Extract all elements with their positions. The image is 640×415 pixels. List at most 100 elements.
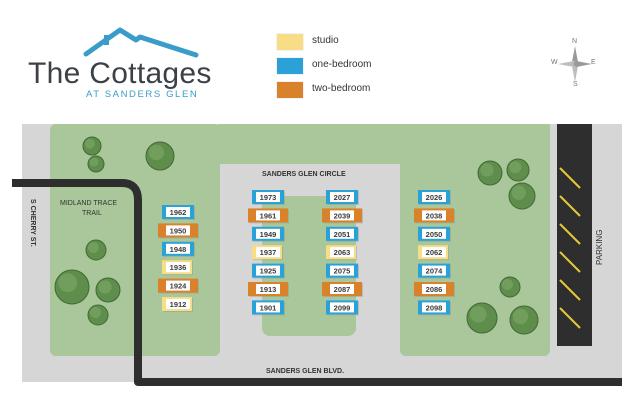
tree-highlight xyxy=(470,306,487,323)
unit-number-plate xyxy=(330,284,354,294)
unit-2086: 2086 xyxy=(414,282,455,297)
unit-number-plate xyxy=(422,210,446,221)
legend-swatch-one-bedroom xyxy=(276,57,304,75)
unit-number-label: 1961 xyxy=(260,211,277,220)
unit-number-plate xyxy=(330,247,354,258)
tree-highlight xyxy=(84,138,95,149)
unit-1962: 1962 xyxy=(162,205,195,220)
legend-swatch-two-bedroom xyxy=(276,81,304,99)
unit-2075: 2075 xyxy=(326,263,359,279)
unit-number-label: 2087 xyxy=(334,285,351,294)
tree-highlight xyxy=(480,163,494,177)
unit-number-plate xyxy=(166,243,190,254)
unit-number-label: 1948 xyxy=(170,245,187,254)
unit-number-label: 1949 xyxy=(260,230,277,239)
unit-number-plate xyxy=(422,247,446,258)
tree-highlight xyxy=(89,157,99,167)
compass-south: S xyxy=(573,81,578,88)
compass-west: W xyxy=(551,59,558,66)
unit-buildings: 1962195019481936192419121973196119491937… xyxy=(158,190,455,316)
label-sanders-glen-blvd: SANDERS GLEN BLVD. xyxy=(266,368,344,375)
unit-number-plate xyxy=(166,262,190,273)
unit-2026: 2026 xyxy=(418,190,451,205)
unit-1973: 1973 xyxy=(252,190,285,205)
unit-number-plate xyxy=(256,284,280,294)
unit-number-label: 1901 xyxy=(260,303,277,312)
unit-number-plate xyxy=(256,210,280,221)
unit-1950: 1950 xyxy=(158,223,199,239)
legend-swatch-studio xyxy=(276,33,304,51)
unit-number-plate xyxy=(330,302,354,313)
unit-1924: 1924 xyxy=(158,278,199,294)
tree-highlight xyxy=(88,242,99,253)
legend-label-one-bedroom: one-bedroom xyxy=(312,59,372,70)
unit-number-label: 2050 xyxy=(426,230,443,239)
unit-number-plate xyxy=(166,225,190,236)
unit-2050: 2050 xyxy=(418,226,451,242)
unit-number-plate xyxy=(422,284,446,294)
unit-2038: 2038 xyxy=(414,208,455,224)
unit-number-plate xyxy=(256,302,280,313)
unit-2098: 2098 xyxy=(418,300,451,316)
compass-rose: N S E W xyxy=(550,38,600,90)
unit-number-label: 1925 xyxy=(260,267,277,276)
tree-highlight xyxy=(509,161,522,174)
unit-number-label: 1962 xyxy=(170,208,187,217)
parking-strip xyxy=(557,124,592,346)
tree-highlight xyxy=(502,279,513,290)
logo-subtitle: AT SANDERS GLEN xyxy=(86,89,199,100)
house-roof-icon xyxy=(83,27,199,58)
unit-number-label: 2098 xyxy=(426,303,443,312)
unit-number-plate xyxy=(166,299,190,309)
unit-number-label: 1950 xyxy=(170,226,187,235)
unit-number-label: 2086 xyxy=(426,285,443,294)
label-midland-trace: MIDLAND TRACE xyxy=(60,200,117,207)
unit-1912: 1912 xyxy=(162,297,193,312)
unit-number-plate xyxy=(422,192,446,202)
unit-number-plate xyxy=(330,192,354,202)
unit-number-label: 1973 xyxy=(260,193,277,202)
unit-number-label: 2039 xyxy=(334,211,351,220)
unit-2062: 2062 xyxy=(418,245,449,261)
unit-number-label: 1912 xyxy=(170,300,187,309)
unit-number-plate xyxy=(422,302,446,313)
unit-2074: 2074 xyxy=(418,263,451,279)
unit-2087: 2087 xyxy=(322,282,363,297)
unit-number-label: 2051 xyxy=(334,230,351,239)
unit-2039: 2039 xyxy=(322,208,363,224)
unit-1948: 1948 xyxy=(162,241,195,257)
label-trail: TRAIL xyxy=(82,210,102,217)
unit-number-label: 2062 xyxy=(426,248,443,257)
unit-number-plate xyxy=(330,265,354,276)
unit-1913: 1913 xyxy=(248,282,289,297)
parking-stripes xyxy=(559,167,581,329)
legend-label-studio: studio xyxy=(312,35,339,46)
unit-number-plate xyxy=(256,192,280,202)
tree-highlight xyxy=(512,308,529,325)
unit-1961: 1961 xyxy=(248,208,289,224)
unit-2051: 2051 xyxy=(326,226,359,242)
unit-number-plate xyxy=(256,247,280,258)
unit-number-label: 2063 xyxy=(334,248,351,257)
lawn-east xyxy=(400,124,550,356)
circle-drive xyxy=(236,166,382,352)
unit-number-label: 2099 xyxy=(334,303,351,312)
unit-number-label: 2038 xyxy=(426,211,443,220)
road-sanders-glen-blvd xyxy=(12,179,622,386)
unit-1937: 1937 xyxy=(252,245,283,261)
unit-number-label: 2026 xyxy=(426,193,443,202)
compass-north: N xyxy=(572,38,578,45)
label-parking: PARKING xyxy=(595,230,604,265)
tree-highlight xyxy=(98,280,112,294)
unit-number-label: 2075 xyxy=(334,267,351,276)
unit-number-plate xyxy=(330,228,354,239)
unit-number-plate xyxy=(256,228,280,239)
unit-number-plate xyxy=(166,280,190,291)
unit-2063: 2063 xyxy=(326,245,357,261)
unit-number-plate xyxy=(330,210,354,221)
compass-star-icon xyxy=(558,46,592,82)
compass-east: E xyxy=(591,59,596,66)
tree-highlight xyxy=(511,185,526,200)
